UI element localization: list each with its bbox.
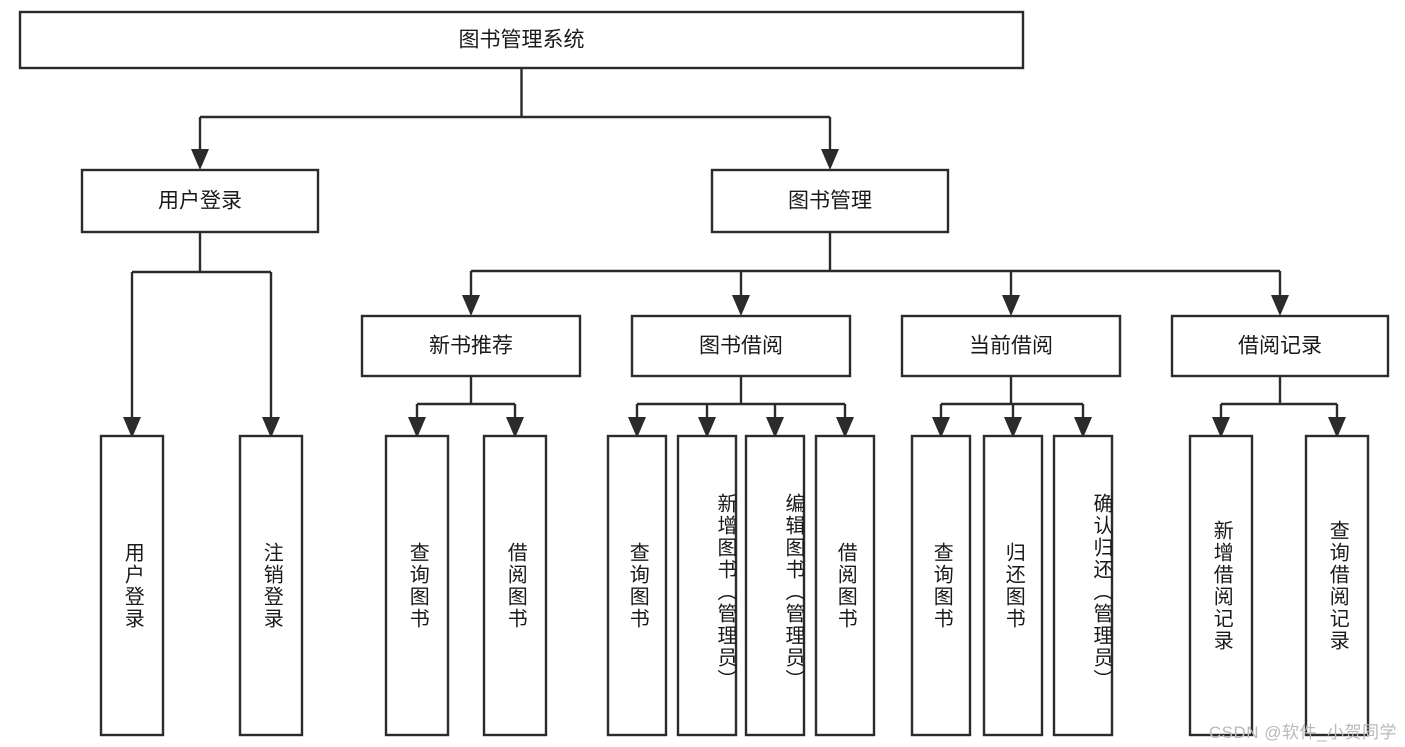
arrow-icon (1002, 295, 1020, 316)
node-leaf-query-book-current[interactable] (910, 434, 972, 737)
connector-newbook-to-leaves (408, 376, 524, 438)
connector-bookborrow-to-leaves (628, 376, 854, 438)
arrow-icon (462, 295, 480, 316)
node-current-borrow[interactable]: 当前借阅 (900, 314, 1122, 378)
connector-borrowrecords-to-leaves (1212, 376, 1346, 438)
connector-userlogin-to-leaves (123, 232, 280, 438)
node-leaf-add-borrow-record[interactable] (1188, 434, 1254, 737)
node-leaf-query-borrow-record[interactable] (1304, 434, 1370, 737)
node-leaf-user-login[interactable] (99, 434, 165, 737)
node-leaf-edit-book-admin[interactable] (744, 434, 806, 737)
arrow-icon (821, 149, 839, 170)
connector-bookmgmt-to-level3 (462, 232, 1289, 316)
node-user-login-label: 用户登录 (158, 190, 242, 213)
arrow-icon (191, 149, 209, 170)
arrow-icon (732, 295, 750, 316)
node-leaf-query-book-recommend[interactable] (384, 434, 450, 737)
node-borrow-records[interactable]: 借阅记录 (1170, 314, 1390, 378)
node-root-label: 图书管理系统 (459, 29, 585, 52)
node-book-borrow[interactable]: 图书借阅 (630, 314, 852, 378)
csdn-watermark: CSDN @软件_小贺同学 (1208, 723, 1397, 742)
node-leaf-logout[interactable] (238, 434, 304, 737)
node-leaf-confirm-return-admin[interactable] (1052, 434, 1114, 737)
node-book-borrow-label: 图书借阅 (699, 335, 783, 358)
node-root[interactable]: 图书管理系统 (18, 10, 1025, 70)
arrow-icon (1271, 295, 1289, 316)
node-current-borrow-label: 当前借阅 (969, 335, 1053, 358)
node-new-book-recommend-label: 新书推荐 (429, 335, 513, 358)
node-book-management-label: 图书管理 (788, 190, 872, 213)
node-leaf-add-book-admin[interactable] (676, 434, 738, 737)
connector-currentborrow-to-leaves (932, 376, 1092, 438)
node-leaf-borrow-book-recommend[interactable] (482, 434, 548, 737)
node-new-book-recommend[interactable]: 新书推荐 (360, 314, 582, 378)
node-borrow-records-label: 借阅记录 (1238, 335, 1322, 358)
node-leaf-query-book-borrow[interactable] (606, 434, 668, 737)
node-user-login[interactable]: 用户登录 (80, 168, 320, 234)
node-book-management[interactable]: 图书管理 (710, 168, 950, 234)
node-leaf-borrow-book[interactable] (814, 434, 876, 737)
node-leaf-return-book[interactable] (982, 434, 1044, 737)
connector-root-to-level2 (191, 68, 839, 170)
